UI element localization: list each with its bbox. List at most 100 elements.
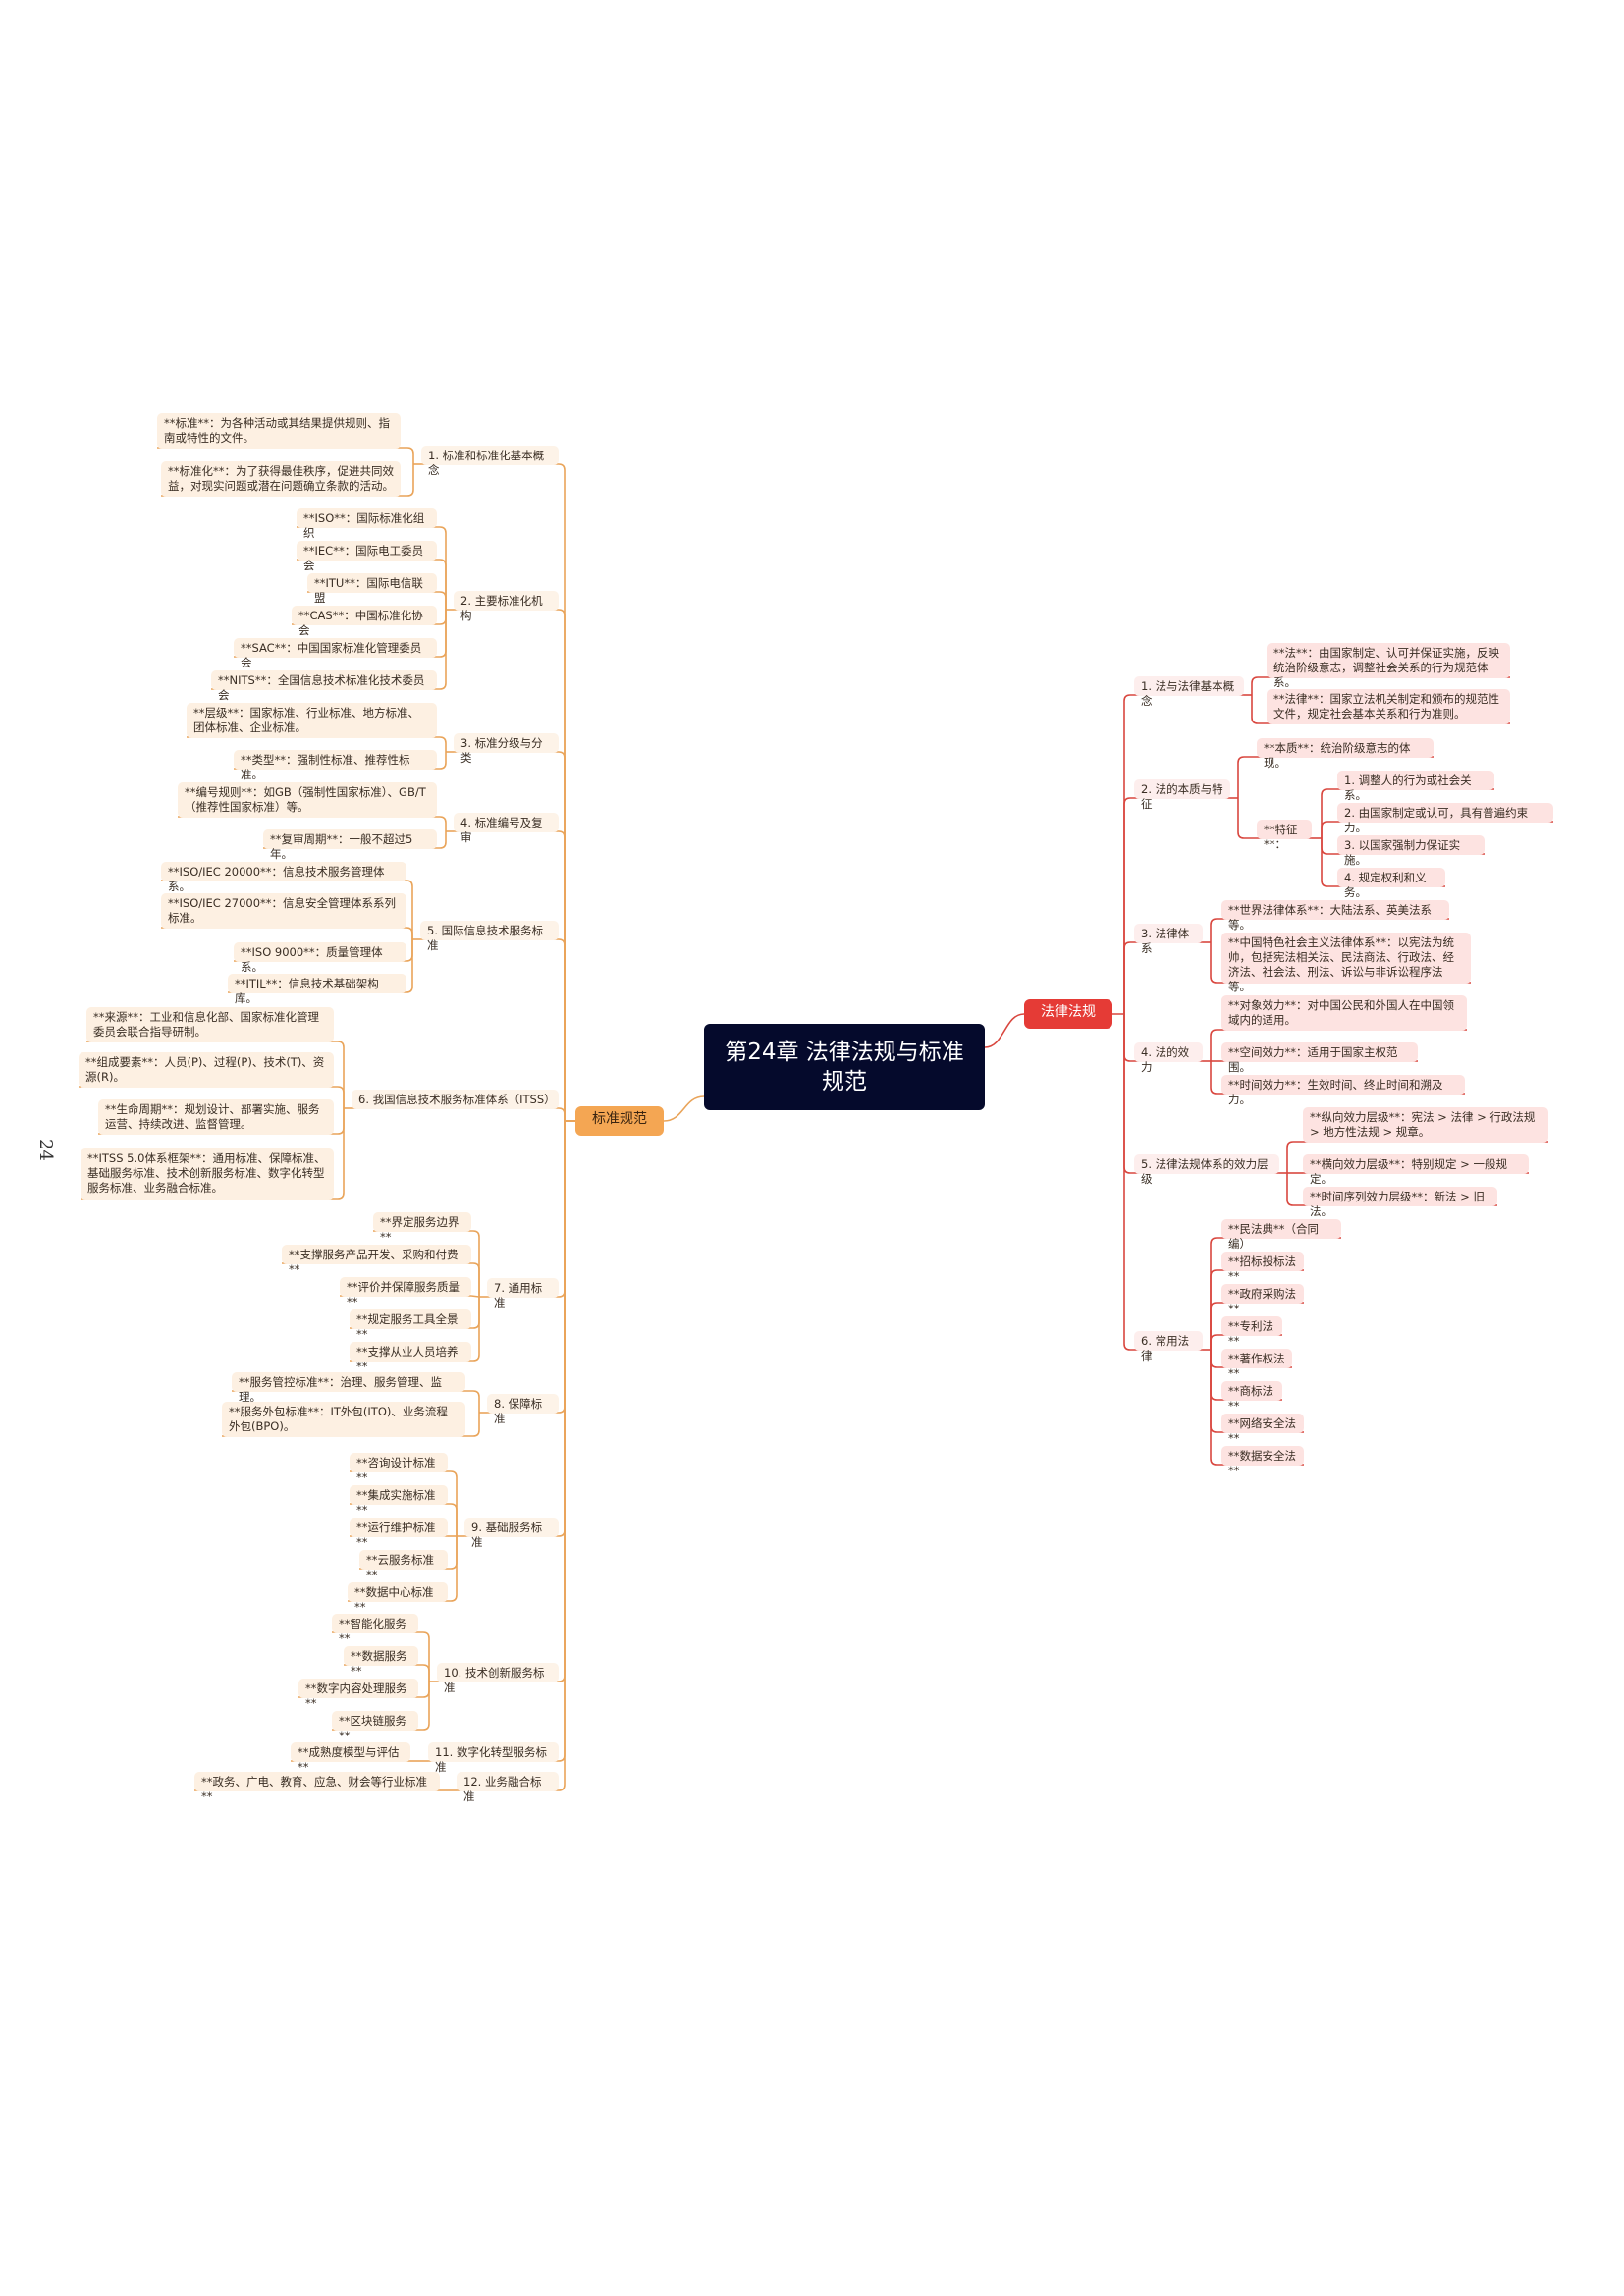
connector <box>1237 798 1257 839</box>
right-leaf[interactable]: **对象效力**：对中国公民和外国人在中国领域内的适用。 <box>1221 995 1467 1031</box>
right-branch[interactable]: 2. 法的本质与特征 <box>1134 779 1230 811</box>
right-leaf[interactable]: **本质**：统治阶级意志的体现。 <box>1257 738 1434 770</box>
left-leaf[interactable]: **组成要素**：人员(P)、过程(P)、技术(T)、资源(R)。 <box>79 1052 334 1088</box>
left-leaf[interactable]: **CAS**：中国标准化协会 <box>292 606 437 637</box>
connector <box>1123 1014 1134 1062</box>
left-leaf[interactable]: **ISO**：国际标准化组织 <box>297 508 437 540</box>
left-branch[interactable]: 8. 保障标准 <box>487 1394 559 1425</box>
left-leaf[interactable]: **服务管控标准**：治理、服务管理、监理。 <box>232 1372 465 1404</box>
right-leaf[interactable]: **商标法** <box>1221 1381 1282 1413</box>
left-leaf[interactable]: **智能化服务** <box>332 1614 418 1645</box>
left-leaf[interactable]: **ITIL**：信息技术基础架构库。 <box>228 974 406 1005</box>
left-leaf[interactable]: **规定服务工具全景** <box>350 1309 471 1341</box>
left-leaf[interactable]: **数据中心标准** <box>348 1582 448 1614</box>
right-leaf[interactable]: 1. 调整人的行为或社会关系。 <box>1337 771 1494 802</box>
right-leaf[interactable]: **网络安全法** <box>1221 1414 1304 1445</box>
left-leaf[interactable]: **IEC**：国际电工委员会 <box>297 541 437 572</box>
left-leaf[interactable]: **来源**：工业和信息化部、国家标准化管理委员会联合指导研制。 <box>86 1007 334 1042</box>
connector <box>437 736 447 752</box>
left-branch[interactable]: 12. 业务融合标准 <box>457 1772 559 1803</box>
left-leaf[interactable]: **云服务标准** <box>359 1550 448 1581</box>
left-leaf[interactable]: **ISO/IEC 27000**：信息安全管理体系系列标准。 <box>161 893 406 929</box>
connector <box>437 591 447 610</box>
left-leaf[interactable]: **SAC**：中国国家标准化管理委员会 <box>234 638 437 669</box>
left-leaf[interactable]: **数据服务** <box>344 1646 418 1678</box>
connector <box>448 1503 458 1536</box>
left-branch[interactable]: 10. 技术创新服务标准 <box>437 1663 559 1694</box>
right-leaf[interactable]: **数据安全法** <box>1221 1446 1304 1477</box>
connector <box>1123 1014 1134 1174</box>
right-leaf[interactable]: **时间序列效力层级**：新法 > 旧法。 <box>1303 1187 1497 1218</box>
left-leaf[interactable]: **数字内容处理服务** <box>298 1679 418 1710</box>
left-leaf[interactable]: **ITSS 5.0体系框架**：通用标准、保障标准、基础服务标准、技术创新服务… <box>81 1148 334 1200</box>
left-leaf[interactable]: **ISO/IEC 20000**：信息技术服务管理体系。 <box>161 862 406 893</box>
connector <box>1210 1350 1221 1433</box>
right-leaf[interactable]: **横向效力层级**：特别规定 > 一般规定。 <box>1303 1154 1529 1186</box>
left-leaf[interactable]: **支撑从业人员培养** <box>350 1342 471 1373</box>
right-leaf[interactable]: **世界法律体系**：大陆法系、英美法系等。 <box>1221 900 1449 932</box>
left-leaf[interactable]: **ITU**：国际电信联盟 <box>307 573 437 605</box>
right-branch[interactable]: 5. 法律法规体系的效力层级 <box>1134 1154 1279 1186</box>
right-leaf[interactable]: **时间效力**：生效时间、终止时间和溯及力。 <box>1221 1075 1465 1106</box>
connector <box>448 1536 458 1602</box>
left-leaf[interactable]: **政务、广电、教育、应急、财会等行业标准** <box>194 1772 440 1803</box>
right-leaf[interactable]: 3. 以国家强制力保证实施。 <box>1337 835 1485 867</box>
right-branch[interactable]: 6. 常用法律 <box>1134 1331 1203 1362</box>
left-leaf[interactable]: **服务外包标准**：IT外包(ITO)、业务流程外包(BPO)。 <box>222 1402 465 1437</box>
left-leaf[interactable]: **界定服务边界** <box>373 1212 471 1244</box>
left-leaf[interactable]: **生命周期**：规划设计、部署实施、服务运营、持续改进、监督管理。 <box>98 1099 334 1135</box>
root-topic[interactable]: 第24章 法律法规与标准规范 <box>704 1024 985 1110</box>
left-branch[interactable]: 9. 基础服务标准 <box>464 1518 559 1549</box>
right-leaf[interactable]: **政府采购法** <box>1221 1284 1304 1315</box>
right-leaf[interactable]: **民法典**（合同编） <box>1221 1219 1341 1251</box>
right-leaf[interactable]: **法**：由国家制定、认可并保证实施，反映统治阶级意志，调整社会关系的行为规范… <box>1267 643 1510 689</box>
left-leaf[interactable]: **咨询设计标准** <box>350 1453 448 1484</box>
left-leaf[interactable]: **区块链服务** <box>332 1711 418 1742</box>
left-leaf[interactable]: **集成实施标准** <box>350 1485 448 1517</box>
left-leaf[interactable]: **ISO 9000**：质量管理体系。 <box>234 942 406 974</box>
connector <box>471 1230 480 1297</box>
left-branch[interactable]: 5. 国际信息技术服务标准 <box>420 921 559 952</box>
left-leaf[interactable]: **评价并保障服务质量** <box>340 1277 471 1308</box>
main-topic-standards[interactable]: 标准规范 <box>575 1106 664 1136</box>
left-leaf[interactable]: **编号规则**：如GB（强制性国家标准）、GB/T（推荐性国家标准）等。 <box>178 782 437 818</box>
left-leaf[interactable]: **NITS**：全国信息技术标准化技术委员会 <box>211 670 437 702</box>
right-leaf[interactable]: **著作权法** <box>1221 1349 1292 1380</box>
left-leaf[interactable]: **成熟度模型与评估** <box>291 1742 410 1774</box>
left-leaf[interactable]: **标准**：为各种活动或其结果提供规则、指南或特性的文件。 <box>157 413 401 449</box>
left-leaf[interactable]: **支撑服务产品开发、采购和付费** <box>282 1245 471 1276</box>
left-leaf[interactable]: **运行维护标准** <box>350 1518 448 1549</box>
right-leaf[interactable]: **招标投标法** <box>1221 1252 1304 1283</box>
right-leaf[interactable]: **纵向效力层级**：宪法 > 法律 > 行政法规 > 地方性法规 > 规章。 <box>1303 1107 1548 1143</box>
connector <box>1210 1350 1221 1368</box>
left-branch[interactable]: 4. 标准编号及复审 <box>454 813 559 844</box>
right-leaf[interactable]: **中国特色社会主义法律体系**：以宪法为统帅，包括宪法相关法、民法商法、行政法… <box>1221 933 1471 993</box>
left-branch[interactable]: 7. 通用标准 <box>487 1278 559 1309</box>
right-leaf[interactable]: **空间效力**：适用于国家主权范围。 <box>1221 1042 1418 1074</box>
left-branch[interactable]: 11. 数字化转型服务标准 <box>428 1742 559 1774</box>
connector <box>663 1095 705 1122</box>
right-leaf[interactable]: **特征**： <box>1257 820 1312 851</box>
right-leaf[interactable]: 2. 由国家制定或认可，具有普遍约束力。 <box>1337 803 1553 834</box>
left-leaf[interactable]: **类型**：强制性标准、推荐性标准。 <box>234 750 437 781</box>
left-branch[interactable]: 1. 标准和标准化基本概念 <box>421 446 559 477</box>
main-topic-laws[interactable]: 法律法规 <box>1024 999 1112 1029</box>
connector <box>418 1682 430 1698</box>
right-leaf[interactable]: **法律**：国家立法机关制定和颁布的规范性文件，规定社会基本关系和行为准则。 <box>1267 689 1510 724</box>
right-leaf[interactable]: 4. 规定权利和义务。 <box>1337 868 1445 899</box>
right-branch[interactable]: 4. 法的效力 <box>1134 1042 1203 1074</box>
connector <box>418 1682 430 1731</box>
left-leaf[interactable]: **复审周期**：一般不超过5年。 <box>263 829 437 861</box>
left-branch[interactable]: 6. 我国信息技术服务标准体系（ITSS） <box>352 1090 559 1109</box>
right-branch[interactable]: 1. 法与法律基本概念 <box>1134 676 1244 708</box>
left-branch[interactable]: 2. 主要标准化机构 <box>454 591 559 622</box>
connector <box>1123 694 1134 1014</box>
connector <box>406 880 413 939</box>
left-leaf[interactable]: **层级**：国家标准、行业标准、地方标准、团体标准、企业标准。 <box>187 703 437 738</box>
connector <box>437 610 447 658</box>
right-branch[interactable]: 3. 法律体系 <box>1134 924 1203 955</box>
connector <box>334 1108 345 1135</box>
right-leaf[interactable]: **专利法** <box>1221 1316 1282 1348</box>
left-leaf[interactable]: **标准化**：为了获得最佳秩序，促进共同效益，对现实问题或潜在问题确立条款的活… <box>161 461 401 497</box>
left-branch[interactable]: 3. 标准分级与分类 <box>454 733 559 765</box>
